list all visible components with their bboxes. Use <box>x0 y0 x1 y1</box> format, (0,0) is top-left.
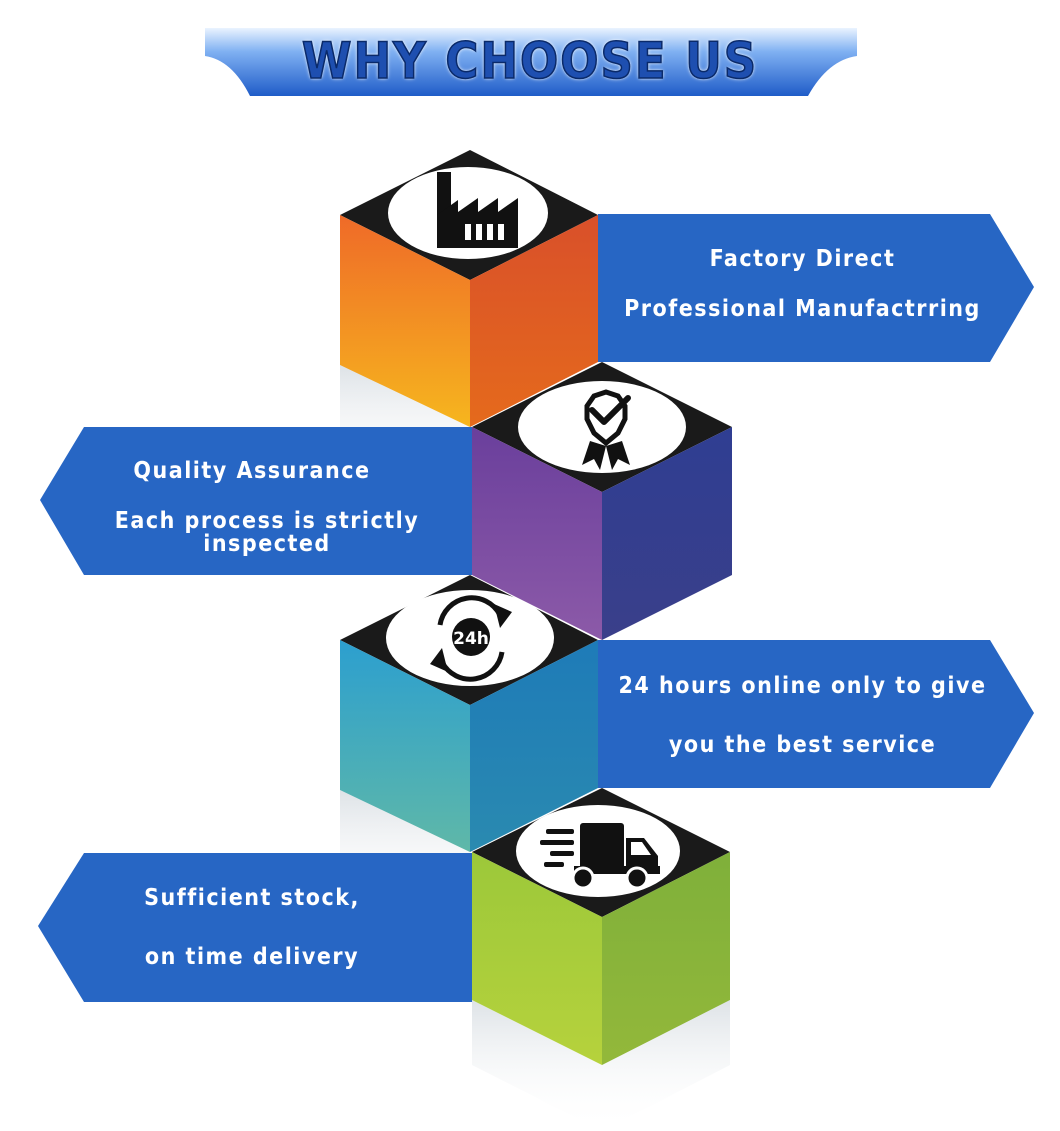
feature-3-subtitle: you the best service <box>668 732 937 758</box>
feature-1-title: Factory Direct <box>709 246 896 272</box>
feature-4-title: Sufficient stock, <box>144 885 360 911</box>
page-title: WHY CHOOSE US <box>301 31 759 91</box>
feature-1-subtitle: Professional Manufactrring <box>624 296 981 322</box>
feature-2-title: Quality Assurance <box>133 458 371 484</box>
banner-shape <box>205 28 857 96</box>
header-banner: WHY CHOOSE US <box>0 0 1060 110</box>
feature-2-subtitle: Each process is strictly inspected <box>114 508 420 557</box>
feature-4-subtitle: on time delivery <box>144 944 360 970</box>
factory-icon <box>437 172 518 248</box>
feature-arrow-3 <box>598 640 1034 788</box>
feature-arrow-2 <box>40 427 472 575</box>
icon-badge-2 <box>518 381 686 473</box>
feature-3-title: 24 hours online only to give <box>618 673 987 699</box>
feature-arrow-1 <box>598 214 1034 362</box>
quality-badge-icon <box>582 389 631 470</box>
clock-24h-label: 24h <box>453 629 489 649</box>
delivery-truck-icon <box>540 823 660 890</box>
cube-reflection <box>472 1000 730 1131</box>
feature-arrow-4 <box>38 853 472 1002</box>
clock-24h-icon <box>430 595 512 682</box>
